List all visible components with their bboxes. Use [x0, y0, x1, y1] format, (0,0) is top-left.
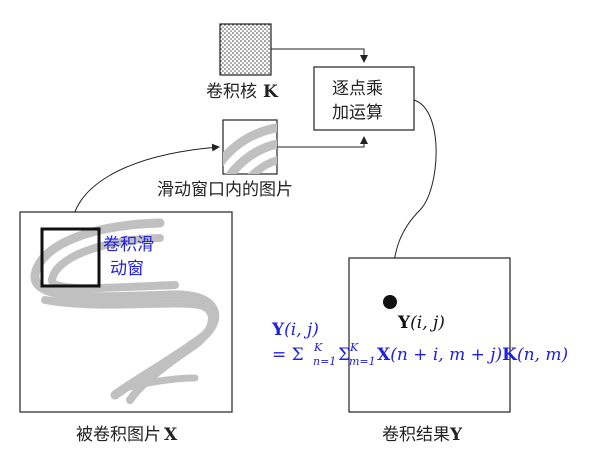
svg-text:K: K: [349, 341, 359, 354]
formula-line1: Y(i, j): [271, 320, 319, 340]
op-to-result-arrow: [387, 99, 437, 291]
kernel-box: [219, 23, 272, 76]
svg-text:X(n + i, m + j)K(n, m): X(n + i, m + j)K(n, m): [377, 345, 568, 365]
pointwise-op-box: [313, 66, 415, 131]
result-point-label: Y(i, j): [397, 313, 445, 333]
sliding-window-label-line1: 卷积滑: [103, 235, 154, 255]
svg-text:K: K: [313, 341, 323, 354]
op-label-line2: 加运算: [332, 103, 383, 123]
svg-text:m=1: m=1: [349, 355, 376, 368]
op-label-line1: 逐点乘: [332, 79, 383, 99]
sliding-window-label-line2: 动窗: [110, 259, 144, 279]
svg-text:= Σ: = Σ: [272, 345, 304, 365]
window-image-label: 滑动窗口内的图片: [157, 180, 293, 200]
svg-text:Σ: Σ: [338, 345, 350, 365]
input-image-strokes: [30, 218, 220, 404]
result-label: 卷积结果Y: [382, 425, 463, 445]
formula-line2: = Σ K n=1 Σ K m=1 X(n + i, m + j)K(n, m): [272, 341, 568, 368]
kernel-to-op-arrow: [271, 48, 368, 63]
result-box: [348, 257, 511, 413]
sliding-window: [40, 227, 101, 288]
result-point: [383, 295, 397, 309]
window-image-strokes: [223, 123, 277, 174]
svg-text:n=1: n=1: [313, 355, 336, 368]
window-to-op-arrow: [277, 136, 368, 148]
